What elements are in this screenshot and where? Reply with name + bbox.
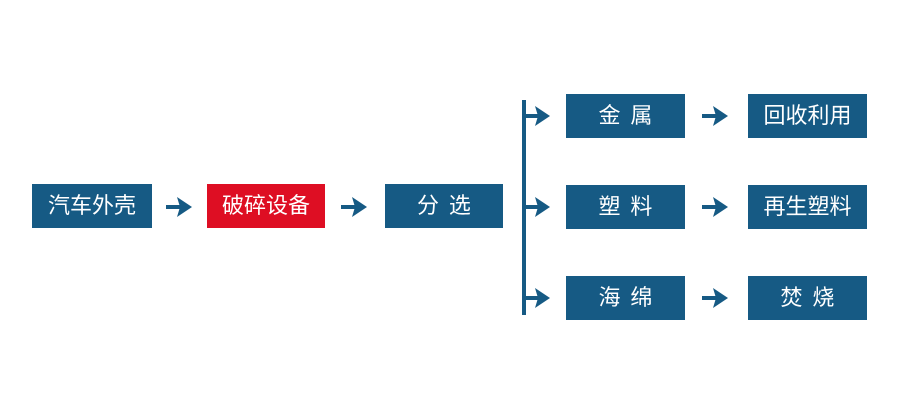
arrow-right-icon bbox=[341, 197, 368, 217]
arrow-right-icon bbox=[702, 106, 729, 126]
node-sorting: 分选 bbox=[385, 184, 503, 228]
arrow-right-icon bbox=[702, 197, 729, 217]
node-car-shell: 汽车外壳 bbox=[32, 184, 152, 228]
node-sponge: 海绵 bbox=[566, 276, 685, 320]
node-crusher: 破碎设备 bbox=[207, 184, 325, 228]
arrow-right-icon bbox=[524, 288, 551, 308]
node-plastic: 塑料 bbox=[566, 185, 685, 229]
node-recycled-plastic: 再生塑料 bbox=[748, 185, 867, 229]
arrow-right-icon bbox=[166, 197, 193, 217]
node-recycling: 回收利用 bbox=[748, 94, 867, 138]
arrow-right-icon bbox=[524, 106, 551, 126]
node-incineration: 焚烧 bbox=[748, 276, 867, 320]
node-metal: 金属 bbox=[566, 94, 685, 138]
arrow-right-icon bbox=[702, 288, 729, 308]
arrow-right-icon bbox=[524, 197, 551, 217]
